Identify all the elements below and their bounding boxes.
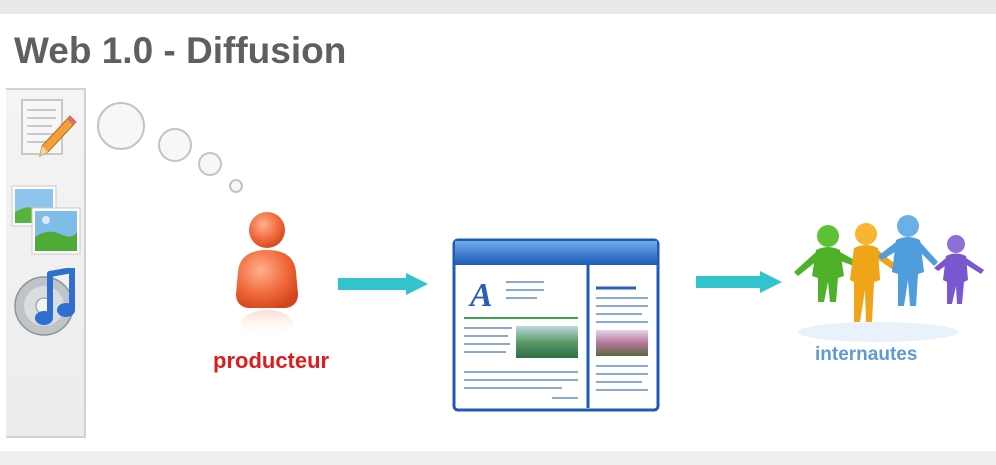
flow-arrow-to-users bbox=[696, 271, 782, 293]
bottom-band bbox=[0, 451, 996, 465]
flow-arrow-to-page bbox=[338, 273, 428, 295]
users-label: internautes bbox=[815, 344, 918, 365]
user-green-icon bbox=[794, 225, 858, 302]
user-purple-icon bbox=[934, 235, 984, 304]
svg-text:A: A bbox=[468, 277, 493, 314]
content-type-sidebar bbox=[6, 88, 86, 438]
music-disc-icon bbox=[14, 268, 75, 336]
users-group-icon bbox=[794, 215, 984, 342]
user-blue-icon bbox=[878, 215, 938, 306]
page-title: Web 1.0 - Diffusion bbox=[14, 30, 347, 71]
website-icon: A bbox=[452, 238, 660, 412]
producer-label: producteur bbox=[213, 348, 330, 373]
image-icon bbox=[11, 185, 81, 255]
user-orange-icon bbox=[850, 223, 900, 322]
top-band bbox=[0, 0, 996, 14]
document-edit-icon bbox=[21, 99, 77, 157]
producer-icon bbox=[236, 212, 298, 338]
